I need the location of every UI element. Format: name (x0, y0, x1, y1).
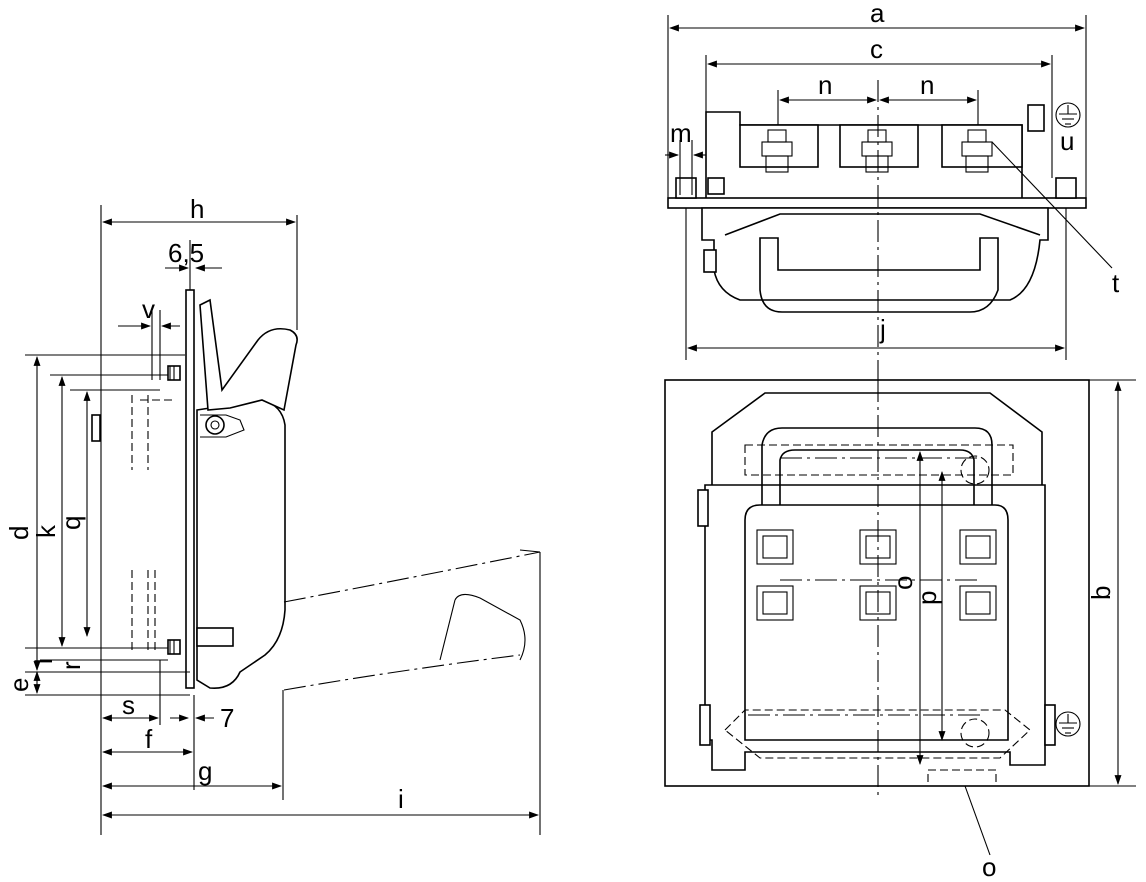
label-g: g (198, 756, 212, 786)
label-o-vertical: o (888, 576, 918, 590)
top-handle-outline (759, 237, 999, 313)
label-b: b (1086, 586, 1116, 600)
label-r: r (56, 661, 86, 670)
top-lower-body (701, 207, 1049, 301)
leader-t (991, 141, 1113, 269)
ground-icon (1055, 711, 1081, 737)
top-base-plate (667, 197, 1087, 209)
label-j: j (879, 314, 886, 344)
label-u: u (1060, 126, 1074, 156)
leader-o (964, 785, 991, 856)
bottom-block (196, 627, 234, 647)
label-c: c (870, 34, 883, 64)
label-v: v (142, 294, 155, 324)
label-n-left: n (818, 70, 832, 100)
label-k: k (31, 524, 61, 538)
pivot-pin (205, 415, 225, 435)
label-a: a (870, 0, 885, 28)
label-6-5: 6,5 (168, 238, 204, 268)
label-e: e (4, 678, 34, 692)
contact-squares (756, 529, 997, 621)
front-handle-outer (761, 427, 993, 505)
label-7: 7 (220, 703, 234, 733)
top-view: a c n n m u t j (665, 0, 1120, 380)
contact-housing-2 (839, 124, 919, 168)
side-clip (91, 414, 101, 442)
pivot-bracket (200, 414, 245, 438)
label-l: l (31, 659, 58, 664)
contact-housing-1 (739, 124, 819, 168)
fuse-base-body (196, 399, 286, 689)
side-view: h 6,5 v d k q l r e s 7 f g i (4, 194, 541, 835)
front-view: b o p o (664, 379, 1136, 882)
ground-icon (1055, 102, 1081, 128)
label-q: q (56, 516, 86, 530)
label-p: p (912, 591, 942, 605)
label-f: f (145, 724, 153, 754)
fuse-carrier (744, 504, 1009, 741)
label-s: s (122, 690, 135, 720)
handle-lever (199, 298, 298, 412)
label-d: d (4, 526, 34, 540)
label-h: h (190, 194, 204, 224)
label-n-right: n (920, 70, 934, 100)
label-i: i (398, 784, 404, 814)
front-panel-outline (664, 379, 1090, 787)
front-main-body (704, 484, 1046, 771)
label-m: m (670, 118, 692, 148)
handle-sweep-upper (283, 551, 541, 603)
label-o-bottom: o (982, 852, 996, 882)
mounting-plate (185, 289, 195, 689)
handle-grip (454, 593, 526, 661)
handle-sweep-lower (283, 654, 521, 691)
label-t: t (1112, 268, 1120, 298)
